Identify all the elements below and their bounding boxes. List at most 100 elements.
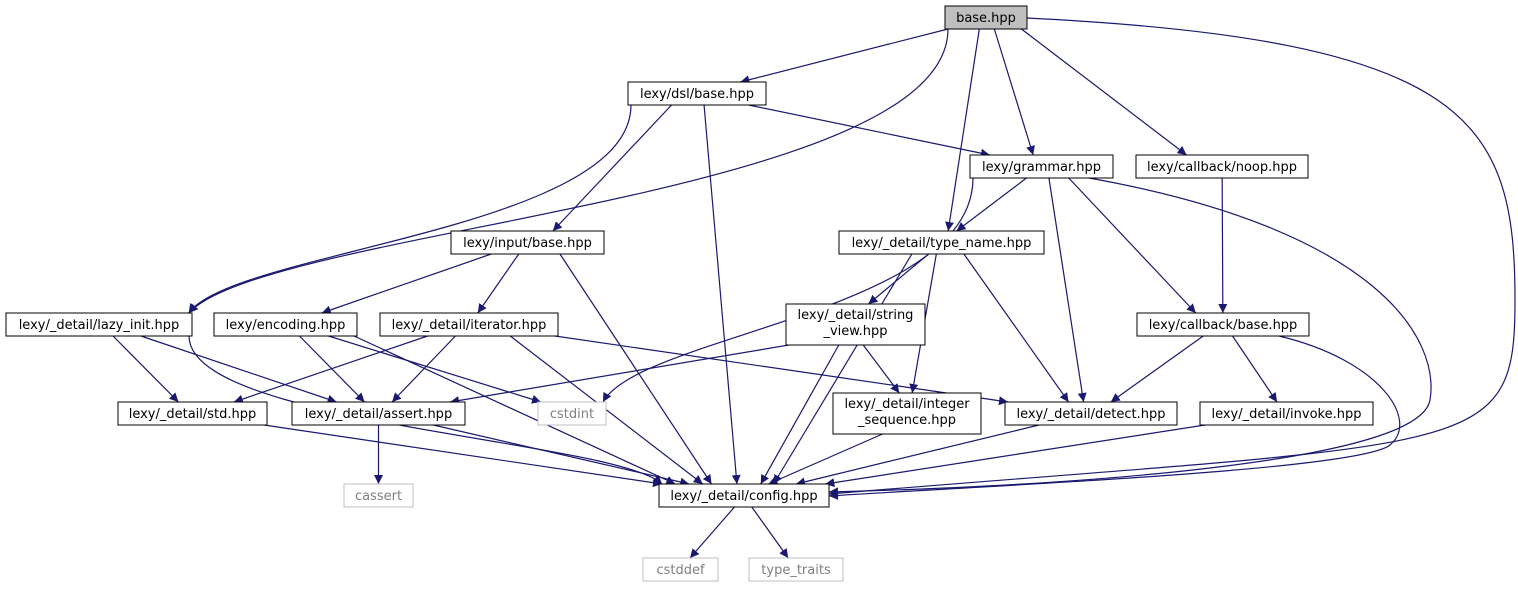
edge-lazy_init-to-std	[112, 335, 179, 403]
node-box-input-base	[450, 230, 605, 255]
node-label-integer-sequence: _sequence.hpp	[857, 413, 956, 428]
edge-input_base-to-iterator	[477, 253, 520, 314]
edge-base-to-lazy_init	[188, 28, 949, 314]
node-box-callback-noop	[1135, 154, 1309, 179]
node-label-std: lexy/_detail/std.hpp	[129, 407, 257, 422]
edge-type_name-to-string_view	[868, 253, 929, 305]
node-type-traits: type_traits	[748, 557, 844, 582]
node-box-type-traits	[748, 557, 844, 582]
edge-dsl_base-to-lazy_init	[188, 104, 632, 314]
edge-iterator-to-std	[233, 335, 428, 404]
node-box-invoke	[1199, 401, 1374, 426]
node-box-std	[117, 401, 268, 426]
node-type-name[interactable]: lexy/_detail/type_name.hpp	[838, 230, 1045, 255]
node-input-base[interactable]: lexy/input/base.hpp	[450, 230, 605, 255]
node-label-string-view: _view.hpp	[822, 324, 887, 339]
node-encoding[interactable]: lexy/encoding.hpp	[213, 312, 358, 337]
node-label-detect: lexy/_detail/detect.hpp	[1016, 407, 1165, 422]
edge-integer_sequence-to-config	[768, 433, 883, 485]
edge-base-to-grammar	[993, 28, 1035, 156]
node-std[interactable]: lexy/_detail/std.hpp	[117, 401, 268, 426]
edge-grammar-to-config	[828, 177, 1432, 497]
node-label-cassert: cassert	[355, 489, 402, 504]
node-label-base: base.hpp	[956, 11, 1016, 26]
edge-grammar-to-type_name	[956, 177, 1027, 232]
edge-type_name-to-detect	[963, 253, 1070, 403]
edge-grammar-to-detect	[1048, 177, 1087, 403]
node-box-base	[944, 5, 1028, 30]
node-cstdint: cstdint	[537, 401, 607, 426]
edge-invoke-to-config	[825, 424, 1206, 488]
node-box-string-view	[785, 303, 926, 346]
node-callback-base[interactable]: lexy/callback/base.hpp	[1136, 312, 1310, 337]
node-cstddef: cstddef	[642, 557, 719, 582]
edge-type_name-to-config	[773, 253, 913, 485]
edge-string_view-to-config	[760, 344, 840, 485]
node-detect[interactable]: lexy/_detail/detect.hpp	[1004, 401, 1178, 426]
node-assert[interactable]: lexy/_detail/assert.hpp	[291, 401, 466, 426]
edge-base-to-dsl_base	[740, 28, 949, 85]
node-box-config	[658, 483, 830, 508]
node-box-detect	[1004, 401, 1178, 426]
node-string-view[interactable]: lexy/_detail/string_view.hpp	[785, 303, 926, 346]
node-box-assert	[291, 401, 466, 426]
node-callback-noop[interactable]: lexy/callback/noop.hpp	[1135, 154, 1309, 179]
edge-callback_base-to-config	[828, 335, 1401, 500]
edge-lazy_init-to-config	[188, 335, 663, 485]
edge-dsl_base-to-config	[703, 104, 741, 485]
edge-config-to-type_traits	[751, 506, 789, 559]
node-label-grammar: lexy/grammar.hpp	[982, 160, 1101, 175]
node-label-type-traits: type_traits	[761, 563, 831, 578]
node-box-encoding	[213, 312, 358, 337]
node-box-cstddef	[642, 557, 719, 582]
node-box-cassert	[343, 483, 414, 508]
node-cassert: cassert	[343, 483, 414, 508]
node-base[interactable]: base.hpp	[944, 5, 1028, 30]
node-label-cstddef: cstddef	[656, 563, 705, 578]
node-box-cstdint	[537, 401, 607, 426]
edge-callback_base-to-detect	[1110, 335, 1204, 403]
edge-string_view-to-integer_sequence	[862, 344, 900, 394]
node-label-callback-noop: lexy/callback/noop.hpp	[1147, 160, 1297, 175]
edge-iterator-to-assert	[391, 335, 456, 403]
edge-detect-to-config	[795, 424, 1040, 487]
node-invoke[interactable]: lexy/_detail/invoke.hpp	[1199, 401, 1374, 426]
edge-callback_noop-to-callback_base	[1218, 177, 1228, 314]
node-config[interactable]: lexy/_detail/config.hpp	[658, 483, 830, 508]
edge-std-to-config	[263, 424, 663, 488]
edge-grammar-to-cstdint	[602, 177, 974, 403]
edge-lazy_init-to-assert	[140, 335, 337, 404]
node-box-integer-sequence	[832, 392, 982, 435]
edge-encoding-to-cstdint	[328, 335, 542, 404]
node-label-cstdint: cstdint	[550, 407, 594, 422]
node-label-string-view: lexy/_detail/string	[798, 308, 914, 323]
node-box-lazy-init	[5, 312, 193, 337]
edge-iterator-to-detect	[554, 335, 1009, 406]
node-label-lazy-init: lexy/_detail/lazy_init.hpp	[19, 318, 180, 333]
node-integer-sequence[interactable]: lexy/_detail/integer_sequence.hpp	[832, 392, 982, 435]
node-label-invoke: lexy/_detail/invoke.hpp	[1211, 407, 1361, 422]
edge-config-to-cstddef	[689, 506, 735, 559]
edge-encoding-to-config	[353, 335, 676, 485]
edge-base-to-callback_noop	[1021, 28, 1187, 156]
edge-grammar-to-callback_base	[1068, 177, 1197, 314]
node-label-dsl-base: lexy/dsl/base.hpp	[640, 87, 754, 102]
edge-input_base-to-encoding	[321, 253, 492, 315]
node-dsl-base[interactable]: lexy/dsl/base.hpp	[627, 81, 767, 106]
edge-callback_base-to-invoke	[1232, 335, 1278, 403]
edge-base-to-config	[828, 17, 1516, 498]
node-lazy-init[interactable]: lexy/_detail/lazy_init.hpp	[5, 312, 193, 337]
node-box-callback-base	[1136, 312, 1310, 337]
node-iterator[interactable]: lexy/_detail/iterator.hpp	[379, 312, 559, 337]
edge-input_base-to-config	[559, 253, 713, 485]
node-layer: base.hpp lexy/dsl/base.hpp lexy/grammar.hp…	[5, 5, 1374, 582]
edge-layer	[112, 17, 1516, 559]
node-grammar[interactable]: lexy/grammar.hpp	[969, 154, 1114, 179]
node-label-encoding: lexy/encoding.hpp	[226, 318, 346, 333]
edge-dsl_base-to-grammar	[748, 104, 990, 158]
node-label-config: lexy/_detail/config.hpp	[670, 489, 817, 504]
node-box-dsl-base	[627, 81, 767, 106]
node-label-iterator: lexy/_detail/iterator.hpp	[392, 318, 547, 333]
node-box-iterator	[379, 312, 559, 337]
